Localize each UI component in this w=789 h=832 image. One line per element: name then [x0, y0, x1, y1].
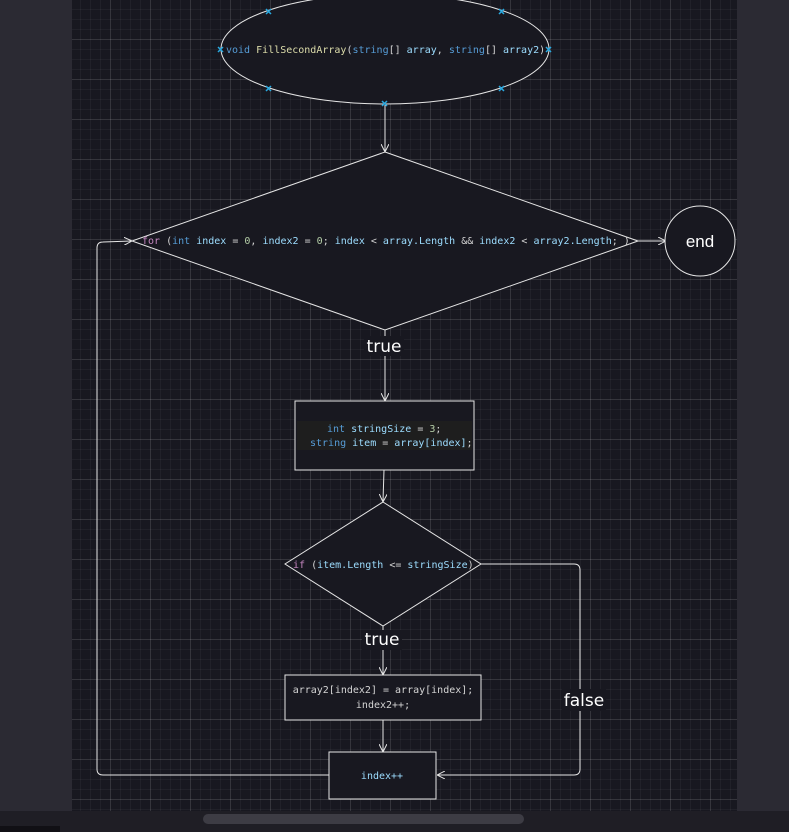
edge-label-bg	[364, 336, 404, 356]
right-panel	[737, 0, 789, 811]
loop-label: for (int index = 0, index2 = 0; index < …	[142, 236, 630, 247]
edge-label-bg	[562, 689, 606, 711]
selection-handles[interactable]	[217, 8, 552, 107]
edge-label-true-loop: true	[367, 337, 402, 357]
scrollbar-thumb[interactable]	[203, 814, 524, 824]
edge-increment-to-loop[interactable]	[96, 241, 329, 776]
increment-label: index++	[361, 771, 403, 782]
assign-block[interactable]	[284, 674, 482, 721]
end-node[interactable]	[664, 205, 736, 277]
edge-label-false: false	[564, 691, 604, 711]
start-label: void FillSecondArray(string[] array, str…	[226, 45, 545, 56]
handle-icon[interactable]	[265, 8, 272, 15]
handle-icon[interactable]	[265, 85, 272, 92]
init-code-bg	[297, 421, 472, 450]
handle-icon[interactable]	[545, 46, 552, 53]
init-line-1: int stringSize = 3;	[327, 424, 441, 435]
flowchart: void FillSecondArray(string[] array, str…	[96, 0, 736, 800]
handle-icon[interactable]	[217, 46, 224, 53]
left-panel	[0, 0, 72, 811]
edge-label-true-cond: true	[365, 630, 400, 650]
edge-label-bg	[362, 630, 402, 650]
handle-icon[interactable]	[381, 100, 388, 107]
handle-icon[interactable]	[498, 8, 505, 15]
scrollbar-corner	[0, 826, 60, 832]
handle-icon[interactable]	[498, 85, 505, 92]
edge-init-to-cond[interactable]	[383, 469, 384, 501]
increment-block[interactable]	[328, 751, 437, 800]
assign-line-1: array2[index2] = array[index];	[293, 685, 474, 696]
condition-label: if (item.Length <= stringSize)	[293, 560, 474, 571]
edge-cond-false-to-increment[interactable]	[438, 563, 581, 775]
end-label: end	[686, 232, 714, 251]
init-line-2: string item = array[index];	[310, 438, 473, 449]
assign-line-2: index2++;	[356, 700, 410, 711]
